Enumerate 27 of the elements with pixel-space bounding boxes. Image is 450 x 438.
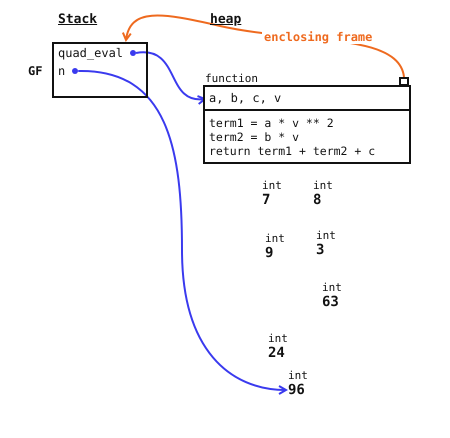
int-value: 96 — [288, 382, 306, 398]
int-value: 63 — [322, 294, 340, 310]
type-label: int — [322, 282, 342, 294]
code-line: return term1 + term2 + c — [209, 144, 376, 158]
type-label: int — [288, 370, 308, 382]
section-heading: Stack — [58, 12, 98, 27]
parent-pointer-box — [399, 77, 409, 86]
type-label: int — [316, 230, 336, 242]
edge-label: enclosing frame — [262, 30, 374, 44]
int-value: 8 — [313, 192, 322, 208]
parameter-list: a, b, c, v — [205, 87, 409, 111]
code-line: term2 = b * v — [209, 130, 300, 144]
type-label: int — [265, 233, 285, 245]
int-value: 7 — [262, 192, 272, 208]
section-heading: heap — [210, 12, 242, 27]
int-value: 24 — [268, 345, 286, 361]
int-value: 3 — [316, 242, 326, 258]
object-type-label: function — [205, 72, 258, 85]
variable-with-pointer: n — [58, 64, 78, 78]
type-label: int — [268, 333, 288, 345]
code-line: term1 = a * v ** 2 — [209, 116, 335, 130]
int-value: 9 — [265, 245, 274, 261]
pointer-arrow — [78, 70, 287, 395]
type-label: int — [313, 180, 333, 192]
frame-label: GF — [28, 64, 42, 78]
variable-with-pointer: quad_eval — [58, 46, 136, 60]
type-label: int — [262, 180, 282, 192]
